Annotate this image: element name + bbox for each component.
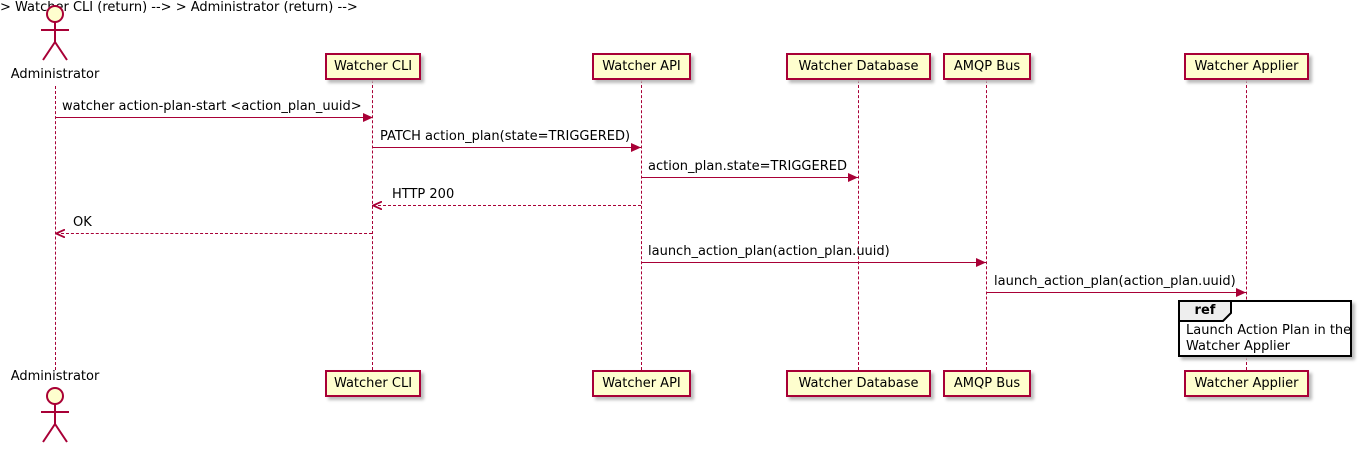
actor-label-top: Administrator <box>10 67 100 82</box>
ref-fragment: ref Launch Action Plan in the Watcher Ap… <box>1178 300 1352 357</box>
actor-icon <box>41 387 69 443</box>
participant-watcher-database-bottom: Watcher Database <box>786 370 931 397</box>
arrowhead-left-icon <box>372 201 382 210</box>
arrowhead-right-icon <box>631 143 641 152</box>
lifeline-administrator <box>55 86 56 370</box>
message-label-action-plan-start: watcher action-plan-start <action_plan_u… <box>62 99 362 114</box>
message-line-2 <box>372 147 641 148</box>
participant-watcher-applier-top: Watcher Applier <box>1184 53 1309 80</box>
ref-text-line1: Launch Action Plan in the <box>1186 323 1352 338</box>
participant-amqp-bus-top: AMQP Bus <box>943 53 1031 80</box>
lifeline-amqp-bus <box>986 80 987 370</box>
ref-keyword: ref <box>1194 303 1216 318</box>
message-line-7 <box>986 292 1246 293</box>
participant-watcher-database-top: Watcher Database <box>786 53 931 80</box>
message-label-launch-action-plan-amqp: launch_action_plan(action_plan.uuid) <box>994 274 1236 289</box>
message-line-3 <box>641 177 858 178</box>
arrowhead-right-icon <box>1236 288 1246 297</box>
ref-text-line2: Watcher Applier <box>1186 339 1290 354</box>
participant-watcher-applier-bottom: Watcher Applier <box>1184 370 1309 397</box>
message-label-launch-action-plan-api: launch_action_plan(action_plan.uuid) <box>648 244 890 259</box>
actor-icon <box>41 5 69 61</box>
message-line-1 <box>55 117 373 118</box>
arrowhead-right-icon <box>363 113 373 122</box>
message-line-5 <box>61 233 372 234</box>
participant-watcher-api-top: Watcher API <box>592 53 691 80</box>
participant-amqp-bus-bottom: AMQP Bus <box>943 370 1031 397</box>
participant-watcher-cli-top: Watcher CLI <box>325 53 421 80</box>
arrowhead-right-icon <box>976 258 986 267</box>
lifeline-watcher-api <box>641 80 642 370</box>
lifeline-watcher-cli <box>372 80 373 370</box>
arrowhead-right-icon <box>848 173 858 182</box>
message-label-state-triggered: action_plan.state=TRIGGERED <box>648 159 847 174</box>
message-line-4 <box>378 205 641 206</box>
participant-watcher-cli-bottom: Watcher CLI <box>325 370 421 397</box>
actor-label-bottom: Administrator <box>10 369 100 384</box>
message-line-6 <box>641 262 986 263</box>
participant-watcher-api-bottom: Watcher API <box>592 370 691 397</box>
message-label-patch-action-plan: PATCH action_plan(state=TRIGGERED) <box>380 129 631 144</box>
message-label-http-200: HTTP 200 <box>392 187 455 202</box>
arrowhead-left-icon <box>55 229 65 238</box>
ref-tab-shape <box>1178 300 1232 322</box>
lifeline-watcher-database <box>858 80 859 370</box>
message-label-ok: OK <box>73 215 92 230</box>
lifeline-watcher-applier <box>1246 80 1247 370</box>
